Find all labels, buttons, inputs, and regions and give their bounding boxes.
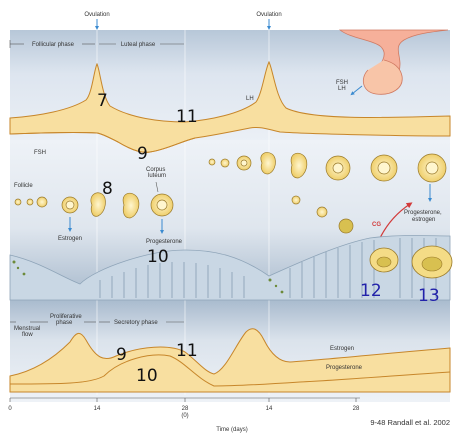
annotation-9-bottom: 9 [116,345,127,365]
secretory-phase-label: Secretory phase [114,320,158,326]
annotation-10-bottom: 10 [136,366,158,386]
follicular-phase-label: Follicular phase [32,42,75,48]
annotation-12: 12 [360,281,382,301]
ovulation-label-left: Ovulation [84,12,109,18]
axis-tick-0-paren: (0) [181,413,188,419]
lh-label: LH [246,96,254,102]
luteal-phase-label: Luteal phase [121,42,156,48]
annotation-8: 8 [102,179,113,199]
annotation-11-top: 11 [176,107,198,127]
cg-label: CG [372,222,381,228]
axis-tick-14b: 14 [266,406,273,412]
annotation-9-top: 9 [137,144,148,164]
annotation-13: 13 [418,286,440,306]
annotation-7: 7 [97,91,108,111]
progesterone-label: Progesterone [146,239,183,245]
annotation-10-top: 10 [147,247,169,267]
annotation-11-bottom: 11 [176,341,198,361]
follicle-label: Follicle [14,183,33,189]
estrogen-label: Estrogen [58,236,82,242]
axis-tick-28b: 28 [353,406,360,412]
estrogen-curve-label: Estrogen [330,346,354,352]
progesterone-curve-label: Progesterone [326,365,363,371]
axis-tick-28: 28 [182,406,189,412]
axis-tick-0: 0 [8,406,12,412]
time-axis-label: Time (days) [216,427,247,433]
fsh-label: FSH [34,150,46,156]
citation: 9-48 Randall et al. 2002 [370,418,450,427]
axis-tick-14: 14 [94,406,101,412]
ovulation-label-right: Ovulation [256,12,281,18]
